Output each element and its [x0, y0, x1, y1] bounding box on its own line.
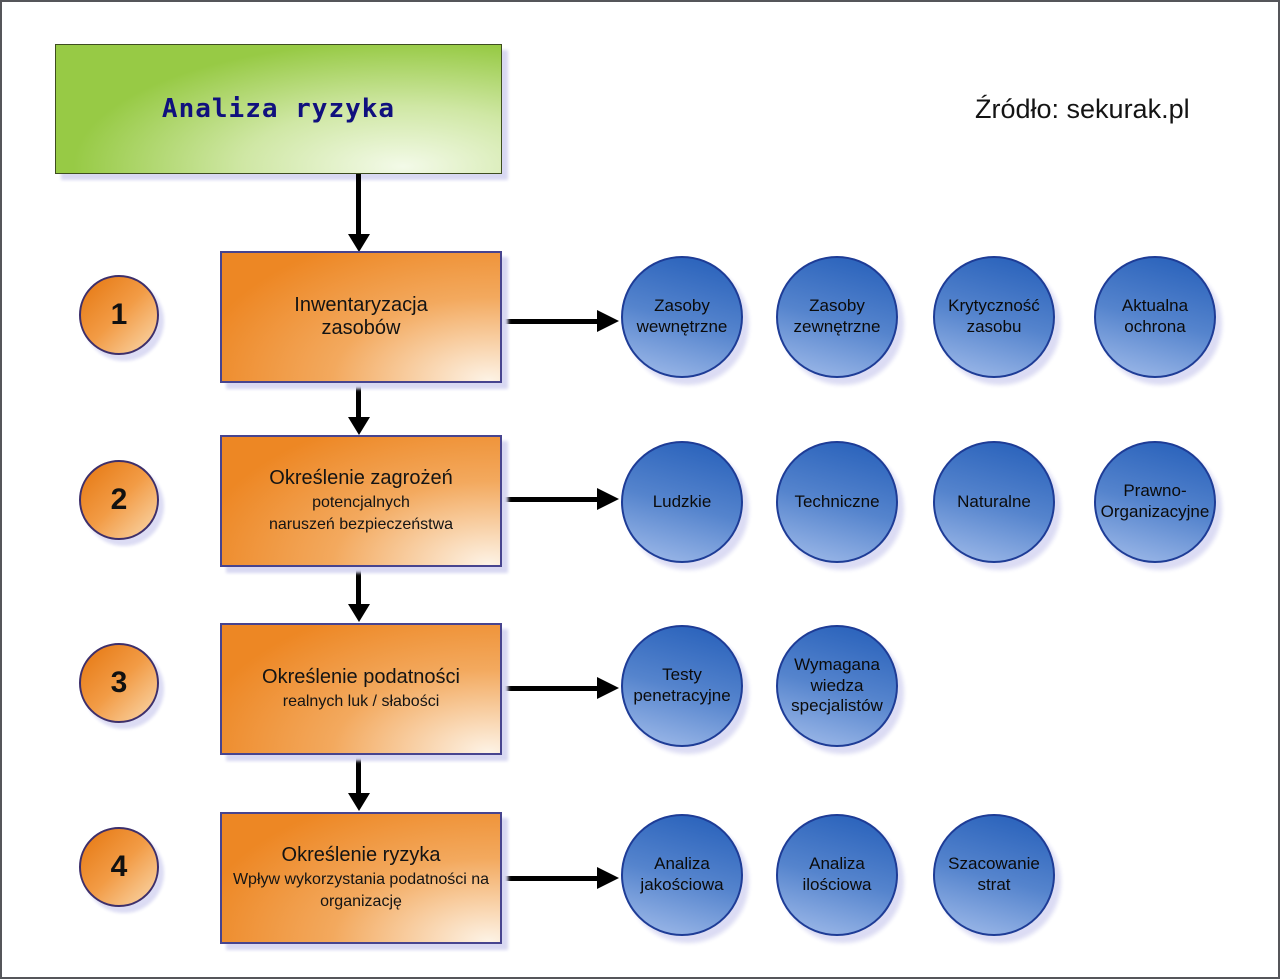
- bubble-label: Testy penetracyjne: [633, 665, 731, 705]
- step3-box: Określenie podatności realnych luk / sła…: [220, 623, 502, 755]
- bubble-zasoby-zewnetrzne: Zasoby zewnętrzne: [776, 256, 898, 378]
- title-box: Analiza ryzyka: [55, 44, 502, 174]
- arrowhead-step1-to-step2: [348, 417, 370, 435]
- bubble-naturalne: Naturalne: [933, 441, 1055, 563]
- step2-subtitle: potencjalnych naruszeń bezpieczeństwa: [268, 493, 454, 533]
- arrow-step3-to-step4: [356, 755, 361, 795]
- bubble-label: Szacowanie strat: [948, 854, 1040, 894]
- step4-subtitle: Wpływ wykorzystania podatności na organi…: [232, 870, 490, 910]
- bubble-zasoby-wewnetrzne: Zasoby wewnętrzne: [621, 256, 743, 378]
- bubble-label: Naturalne: [957, 491, 1031, 511]
- step3-number-circle: 3: [79, 643, 159, 723]
- arrow-step2-to-step3: [356, 568, 361, 606]
- bubble-label: Zasoby zewnętrzne: [793, 296, 881, 336]
- step4-box: Określenie ryzyka Wpływ wykorzystania po…: [220, 812, 502, 944]
- bubble-label: Techniczne: [794, 491, 880, 511]
- bubble-analiza-ilosciowa: Analiza ilościowa: [776, 814, 898, 936]
- bubble-label: Krytyczność zasobu: [948, 296, 1040, 336]
- step2-number-circle: 2: [79, 460, 159, 540]
- arrow-step1-to-bubbles: [502, 319, 597, 324]
- arrow-step1-to-step2: [356, 383, 361, 419]
- step2-box: Określenie zagrożeń potencjalnych narusz…: [220, 435, 502, 567]
- diagram-title: Analiza ryzyka: [161, 94, 396, 124]
- arrowhead-step2-to-step3: [348, 604, 370, 622]
- bubble-label: Analiza jakościowa: [640, 854, 724, 894]
- step2-title: Określenie zagrożeń: [269, 466, 453, 489]
- arrowhead-step4-to-bubbles: [597, 867, 619, 889]
- bubble-techniczne: Techniczne: [776, 441, 898, 563]
- step4-number-circle: 4: [79, 827, 159, 907]
- bubble-ludzkie: Ludzkie: [621, 441, 743, 563]
- bubble-szacowanie-strat: Szacowanie strat: [933, 814, 1055, 936]
- bubble-testy-penetracyjne: Testy penetracyjne: [621, 625, 743, 747]
- bubble-label: Zasoby wewnętrzne: [636, 296, 728, 336]
- arrowhead-step2-to-bubbles: [597, 488, 619, 510]
- bubble-label: Aktualna ochrona: [1121, 296, 1189, 336]
- bubble-label: Ludzkie: [652, 491, 712, 511]
- arrow-step2-to-bubbles: [502, 497, 597, 502]
- bubble-analiza-jakosciowa: Analiza jakościowa: [621, 814, 743, 936]
- step1-box: Inwentaryzacja zasobów: [220, 251, 502, 383]
- step4-number: 4: [110, 850, 128, 883]
- bubble-wymagana-wiedza: Wymagana wiedza specjalistów: [776, 625, 898, 747]
- bubble-aktualna-ochrona: Aktualna ochrona: [1094, 256, 1216, 378]
- bubble-label: Prawno- Organizacyjne: [1100, 481, 1210, 521]
- arrowhead-step1-to-bubbles: [597, 310, 619, 332]
- arrowhead-step3-to-bubbles: [597, 677, 619, 699]
- source-label: Źródło: sekurak.pl: [975, 94, 1190, 124]
- arrow-title-to-step1: [356, 174, 361, 236]
- step1-number-circle: 1: [79, 275, 159, 355]
- step4-title: Określenie ryzyka: [281, 843, 441, 866]
- step1-title: Inwentaryzacja zasobów: [294, 294, 428, 339]
- step3-title: Określenie podatności: [262, 665, 460, 688]
- arrow-step3-to-bubbles: [502, 686, 597, 691]
- bubble-krytycznosc-zasobu: Krytyczność zasobu: [933, 256, 1055, 378]
- step2-number: 2: [110, 483, 128, 516]
- step3-subtitle: realnych luk / słabości: [282, 692, 440, 710]
- bubble-label: Wymagana wiedza specjalistów: [791, 654, 883, 716]
- arrow-step4-to-bubbles: [502, 876, 597, 881]
- step3-number: 3: [110, 666, 128, 699]
- arrowhead-title-to-step1: [348, 234, 370, 252]
- bubble-label: Analiza ilościowa: [802, 854, 872, 894]
- bubble-prawno-organizacyjne: Prawno- Organizacyjne: [1094, 441, 1216, 563]
- arrowhead-step3-to-step4: [348, 793, 370, 811]
- step1-number: 1: [110, 298, 128, 331]
